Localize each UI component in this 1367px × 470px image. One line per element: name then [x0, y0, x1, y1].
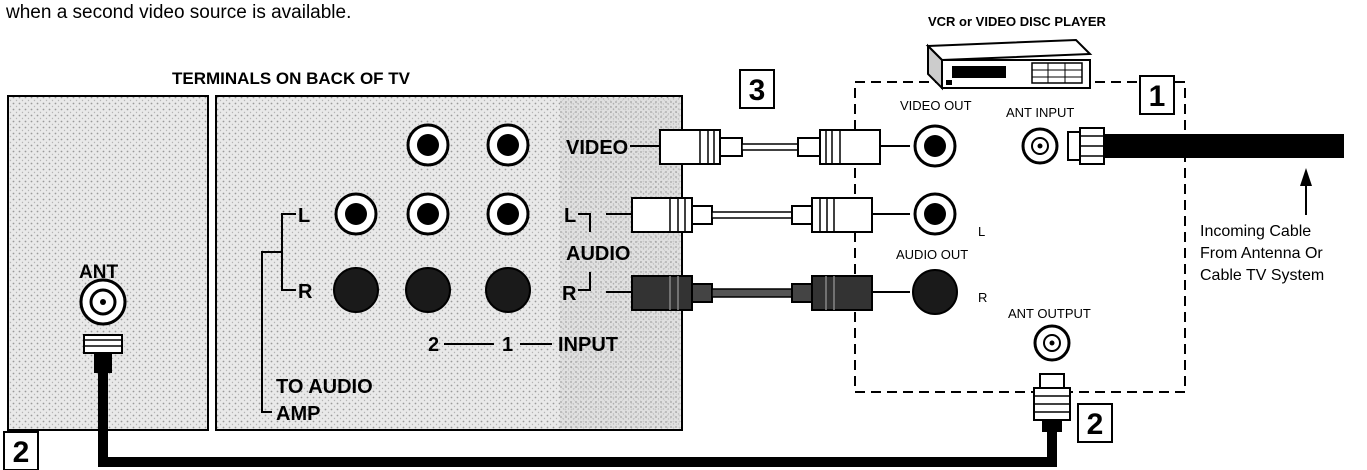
tv-terminals-title: TERMINALS ON BACK OF TV — [172, 69, 411, 88]
vcr-device-icon — [925, 38, 1093, 91]
tv-audio-r-label: R — [562, 283, 577, 305]
tv-video-jack-1 — [486, 123, 530, 167]
vcr-audio-l-jack — [913, 192, 957, 236]
vcr-audio-l-label: L — [978, 224, 985, 239]
tv-amp-r-label: R — [298, 281, 313, 303]
incoming-arrow-icon — [1300, 168, 1312, 215]
vcr-video-out-label: VIDEO OUT — [900, 98, 972, 113]
incoming-cable — [1104, 134, 1344, 158]
coax-cable-bottom — [98, 350, 1057, 467]
vcr-ant-output-jack — [1033, 324, 1071, 362]
vcr-audio-r-label: R — [978, 290, 987, 305]
audio-amp-bracket — [261, 213, 296, 413]
incoming-line3: Cable TV System — [1200, 267, 1324, 284]
audio-r-cable — [606, 275, 910, 311]
tv-audio-l-jack-amp — [334, 192, 378, 236]
svg-text:3: 3 — [749, 74, 766, 107]
video-cable — [630, 129, 910, 165]
tv-audio-r-jack-1 — [485, 267, 531, 313]
vcr-ant-input-label: ANT INPUT — [1006, 105, 1074, 120]
tv-amp-l-label: L — [298, 205, 310, 227]
vcr-audio-r-jack — [912, 269, 958, 315]
tv-audio-l-label: L — [564, 205, 576, 227]
tv-video-label: VIDEO — [566, 137, 628, 159]
step-1-box: 1 — [1139, 75, 1175, 115]
step-3-box: 3 — [739, 69, 775, 109]
svg-text:2: 2 — [1087, 408, 1104, 441]
tv-ant-jack — [79, 278, 127, 326]
tv-audio-l-jack-2 — [406, 192, 450, 236]
step-2-box-tv: 2 — [3, 431, 39, 470]
tv-ant-f-connector — [83, 334, 123, 373]
tv-input-2-label: 2 — [428, 334, 439, 356]
vcr-panel — [854, 81, 1186, 393]
vcr-ant-input-jack — [1021, 127, 1059, 165]
to-audio-amp-line1: TO AUDIO — [276, 376, 373, 398]
vcr-video-out-jack — [913, 124, 957, 168]
to-audio-amp-line2: AMP — [276, 403, 320, 425]
tv-ant-label: ANT — [79, 262, 118, 283]
svg-text:1: 1 — [1149, 80, 1166, 113]
tv-audio-label: AUDIO — [566, 243, 630, 265]
tv-video-jack-2 — [406, 123, 450, 167]
tv-audio-r-jack-2 — [405, 267, 451, 313]
audio-l-cable — [606, 197, 910, 233]
incoming-line2: From Antenna Or — [1200, 245, 1323, 262]
svg-text:2: 2 — [13, 436, 30, 469]
tv-input-label: INPUT — [558, 334, 618, 356]
vcr-ant-output-label: ANT OUTPUT — [1008, 306, 1091, 321]
step-2-box-vcr: 2 — [1077, 403, 1113, 443]
vcr-ant-output-f-connector — [1033, 373, 1071, 432]
vcr-device-label: VCR or VIDEO DISC PLAYER — [928, 14, 1107, 29]
incoming-cable-connector — [1067, 127, 1105, 165]
vcr-audio-out-label: AUDIO OUT — [896, 247, 968, 262]
incoming-line1: Incoming Cable — [1200, 223, 1311, 240]
tv-input-1-label: 1 — [502, 334, 513, 356]
tv-audio-bracket — [578, 213, 591, 291]
intro-caption: when a second video source is available. — [6, 2, 352, 23]
tv-audio-l-jack-1 — [486, 192, 530, 236]
tv-audio-r-jack-amp — [333, 267, 379, 313]
